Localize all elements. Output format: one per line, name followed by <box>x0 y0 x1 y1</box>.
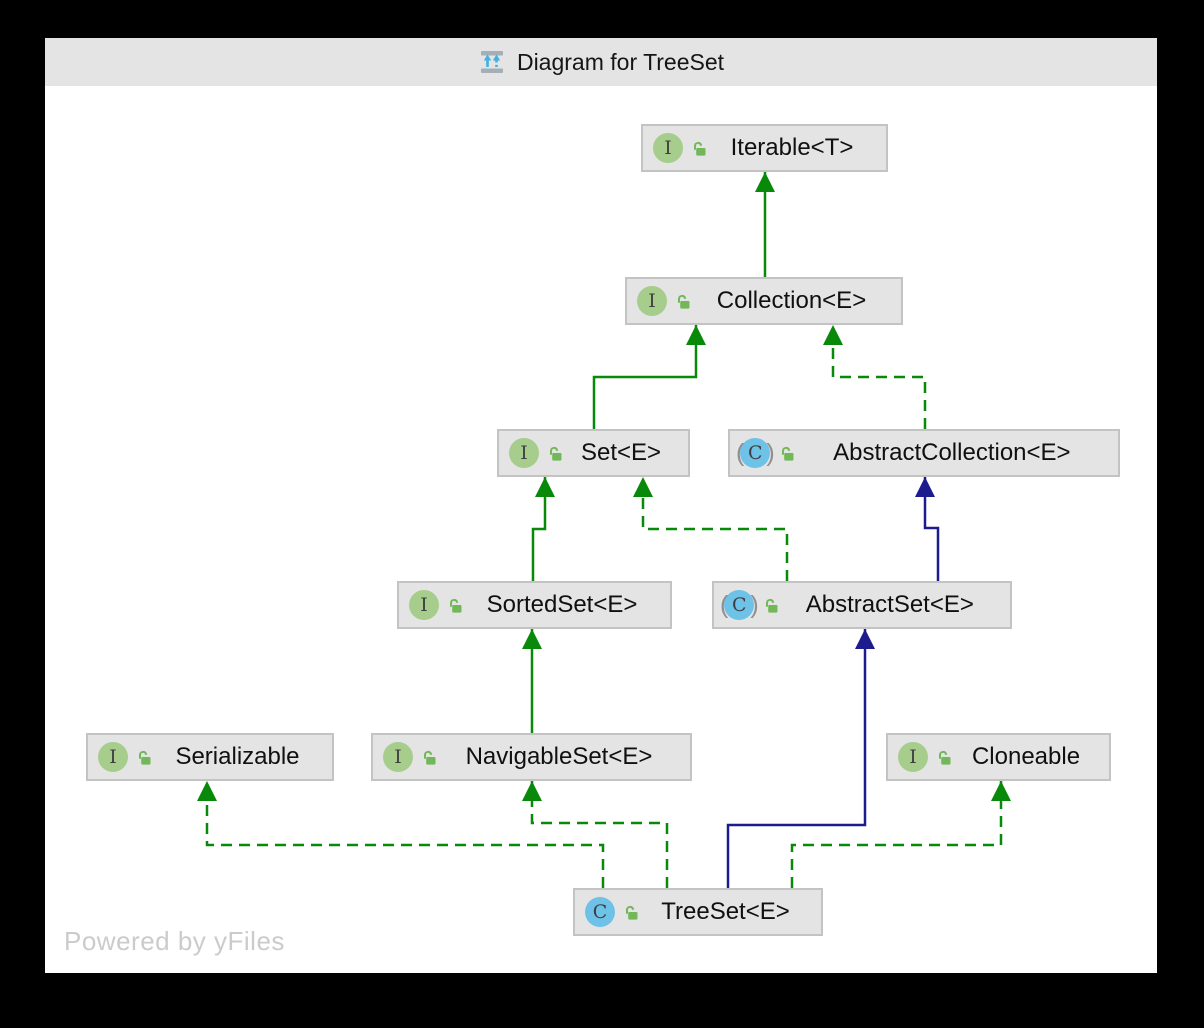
class-node-abstract-set[interactable]: (C) AbstractSet<E> <box>712 581 1012 629</box>
interface-icon: I <box>383 742 413 772</box>
class-name-label: AbstractSet<E> <box>805 591 974 618</box>
badge-letter: I <box>98 742 128 772</box>
badge-letter: C <box>740 438 771 468</box>
abstract-paren: ) <box>766 438 775 467</box>
class-node-sorted-set[interactable]: I SortedSet<E> <box>397 581 672 629</box>
unlocked-icon <box>779 445 796 462</box>
interface-icon: I <box>653 133 683 163</box>
badge-letter: C <box>724 590 755 620</box>
diagram-title: Diagram for TreeSet <box>516 48 725 75</box>
class-node-tree-set[interactable]: C TreeSet<E> <box>573 888 823 936</box>
unlocked-icon <box>421 749 438 766</box>
interface-icon: I <box>98 742 128 772</box>
diagram-icon <box>480 51 503 73</box>
abstract-paren: ( <box>736 438 745 467</box>
class-name-label: TreeSet<E> <box>661 898 790 925</box>
unlocked-icon <box>447 597 464 614</box>
interface-icon: I <box>637 286 667 316</box>
class-name-label: Iterable<T> <box>730 134 854 161</box>
abstract-class-icon: (C) <box>720 590 759 620</box>
badge-letter: I <box>383 742 413 772</box>
class-name-label: Serializable <box>175 743 300 770</box>
class-node-abstract-collection[interactable]: (C) AbstractCollection<E> <box>728 429 1120 477</box>
class-icon: C <box>585 897 615 927</box>
yfiles-watermark: Powered by yFiles <box>64 926 285 956</box>
badge-letter: I <box>409 590 439 620</box>
class-node-navigable-set[interactable]: I NavigableSet<E> <box>371 733 692 781</box>
interface-icon: I <box>409 590 439 620</box>
unlocked-icon <box>547 445 564 462</box>
class-node-iterable[interactable]: I Iterable<T> <box>641 124 888 172</box>
diagram-titlebar: Diagram for TreeSet <box>45 38 1157 86</box>
abstract-class-icon: (C) <box>736 438 775 468</box>
class-node-serializable[interactable]: I Serializable <box>86 733 334 781</box>
interface-icon: I <box>898 742 928 772</box>
badge-letter: I <box>509 438 539 468</box>
unlocked-icon <box>675 293 692 310</box>
class-name-label: NavigableSet<E> <box>465 743 653 770</box>
class-node-cloneable[interactable]: I Cloneable <box>886 733 1111 781</box>
class-name-label: SortedSet<E> <box>486 591 638 618</box>
badge-letter: C <box>585 897 615 927</box>
class-name-label: AbstractCollection<E> <box>833 439 1071 466</box>
unlocked-icon <box>691 140 708 157</box>
class-name-label: Collection<E> <box>716 287 867 314</box>
badge-letter: I <box>898 742 928 772</box>
badge-letter: I <box>653 133 683 163</box>
unlocked-icon <box>623 904 640 921</box>
class-name-label: Set<E> <box>580 439 662 466</box>
interface-icon: I <box>509 438 539 468</box>
class-node-set[interactable]: I Set<E> <box>497 429 690 477</box>
unlocked-icon <box>136 749 153 766</box>
abstract-paren: ( <box>720 590 729 619</box>
badge-letter: I <box>637 286 667 316</box>
class-name-label: Cloneable <box>971 743 1081 770</box>
class-node-collection[interactable]: I Collection<E> <box>625 277 903 325</box>
unlocked-icon <box>763 597 780 614</box>
unlocked-icon <box>936 749 953 766</box>
abstract-paren: ) <box>750 590 759 619</box>
diagram-canvas[interactable] <box>45 38 1157 973</box>
